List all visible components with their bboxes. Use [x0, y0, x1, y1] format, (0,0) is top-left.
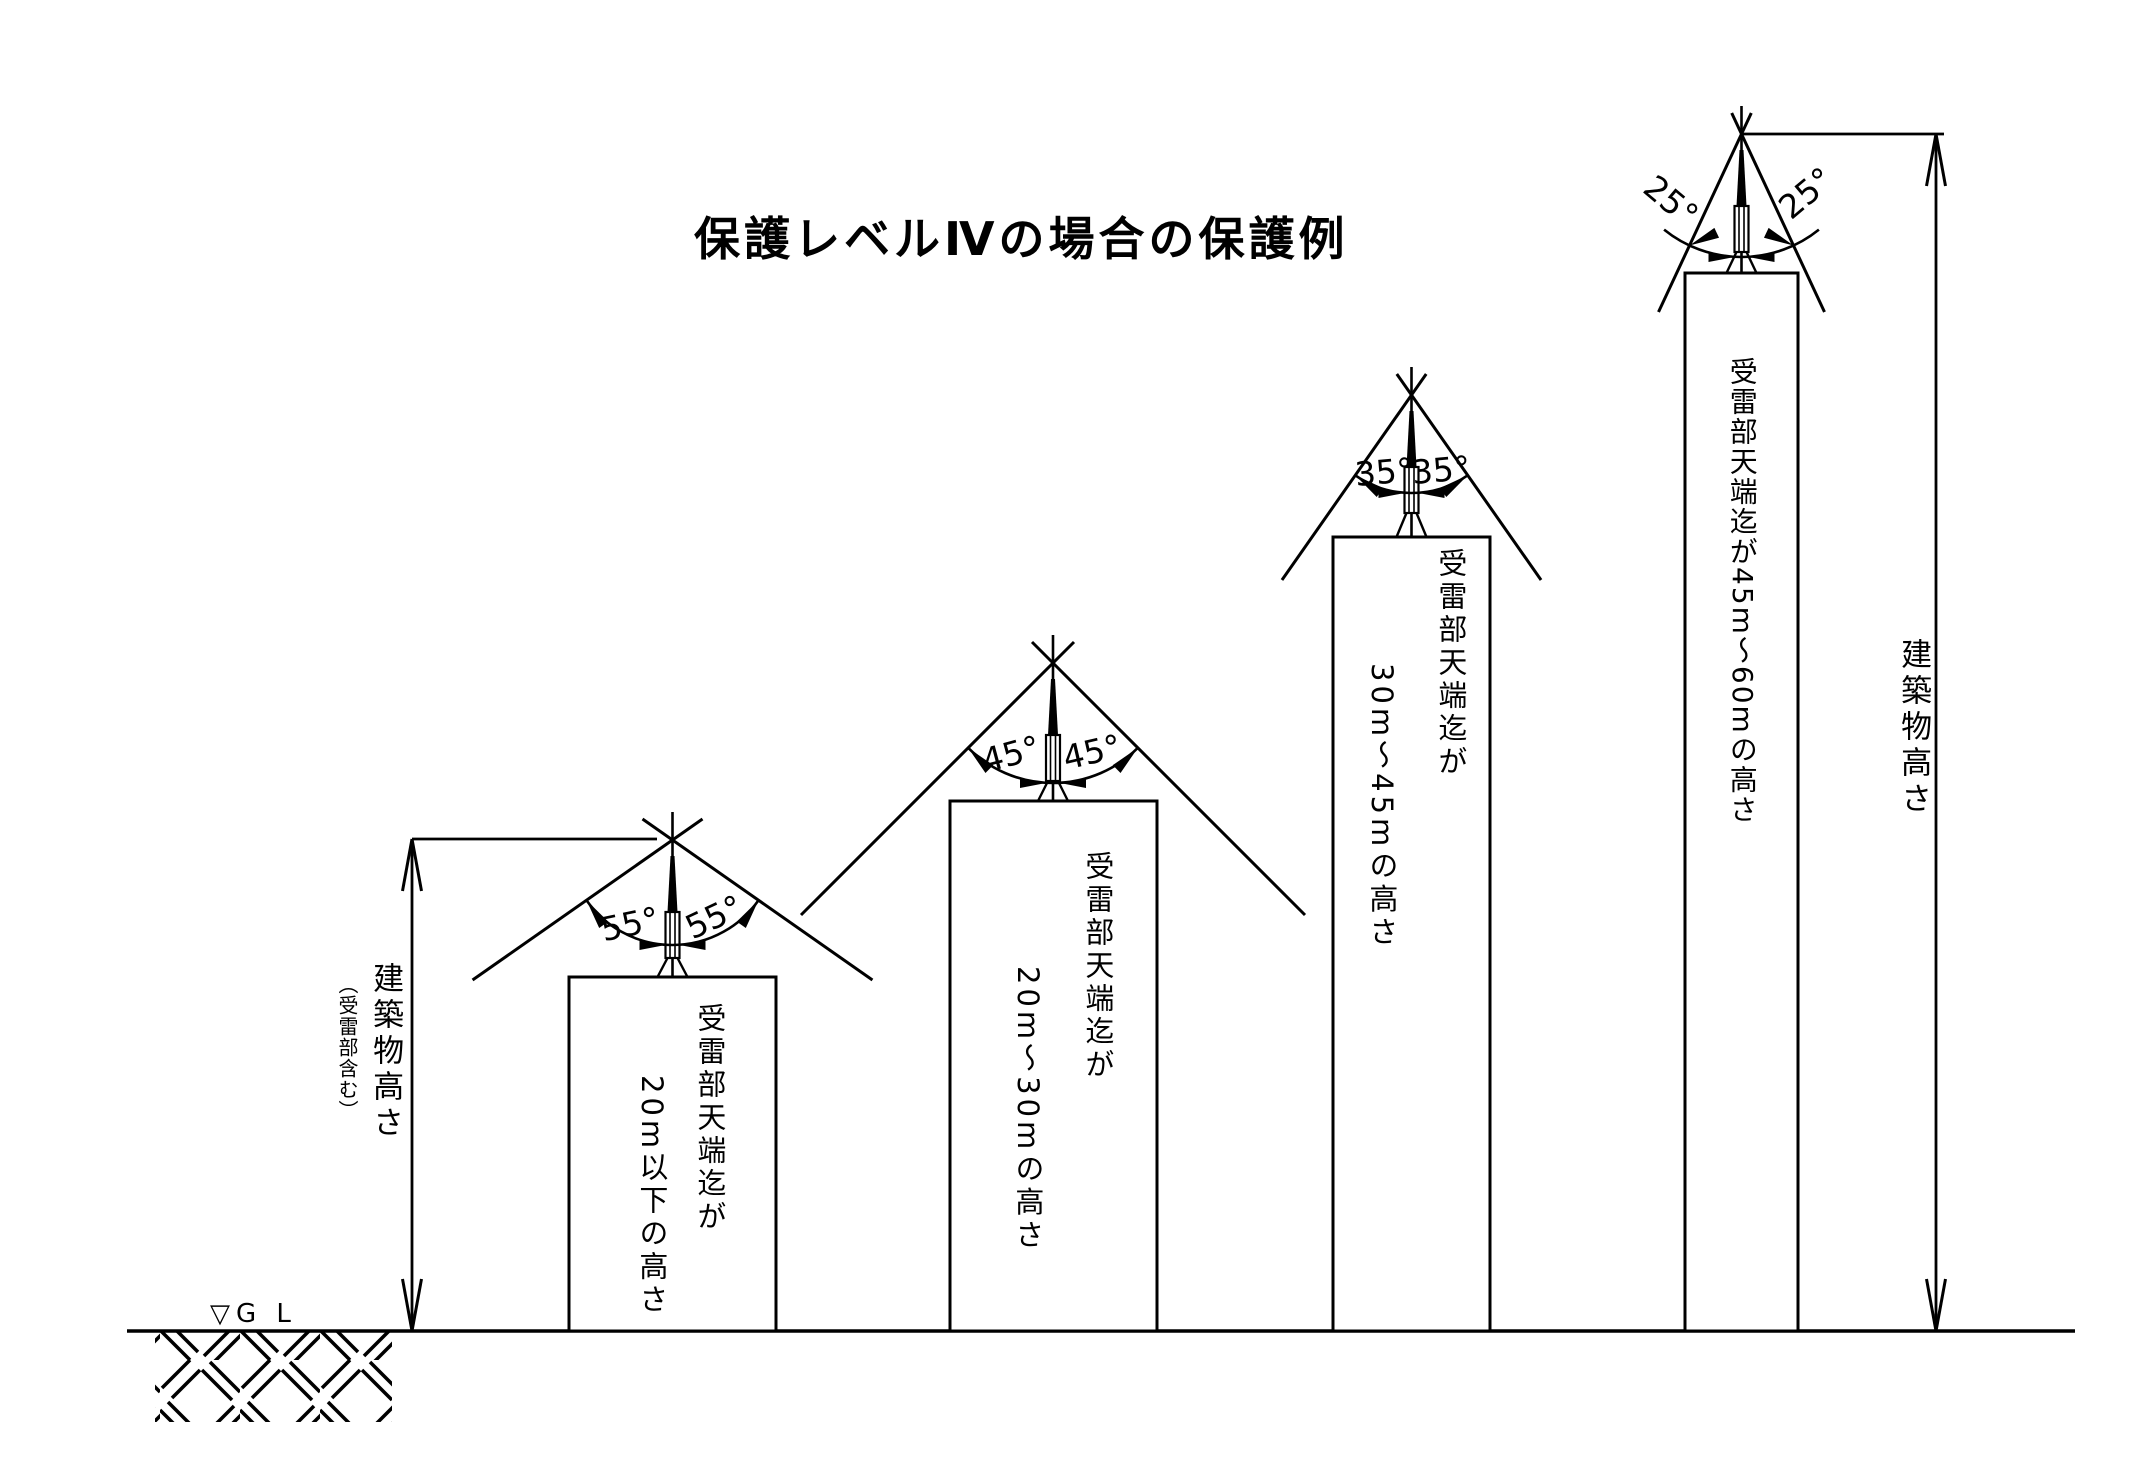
building-2-label-range: 20m〜30mの高さ [1010, 966, 1045, 1253]
left-dimension-sublabel: （受雷部含む） [335, 974, 359, 1121]
building-3-angle-right: 35° [1410, 448, 1472, 492]
building-2-label-main: 受雷部天端迄が [1080, 851, 1115, 1082]
building-1-label-range: 20m以下の高さ [634, 1075, 669, 1318]
building-4-label: 受雷部天端迄が45m〜60mの高さ [1725, 357, 1759, 825]
left-dimension-label: 建築物高さ [367, 962, 404, 1142]
diagram-title: 保護レベルⅣの場合の保護例 [694, 212, 1349, 266]
building-3-label-main: 受雷部天端迄が [1433, 548, 1468, 779]
building-3-angle-left: 35° [1353, 450, 1415, 494]
right-dimension-label: 建築物高さ [1895, 638, 1932, 818]
building-3-label-range: 30m〜45mの高さ [1364, 663, 1399, 950]
building-1-label-main: 受雷部天端迄が [692, 1003, 727, 1234]
ground-level-label: ▽G L [210, 1299, 297, 1329]
